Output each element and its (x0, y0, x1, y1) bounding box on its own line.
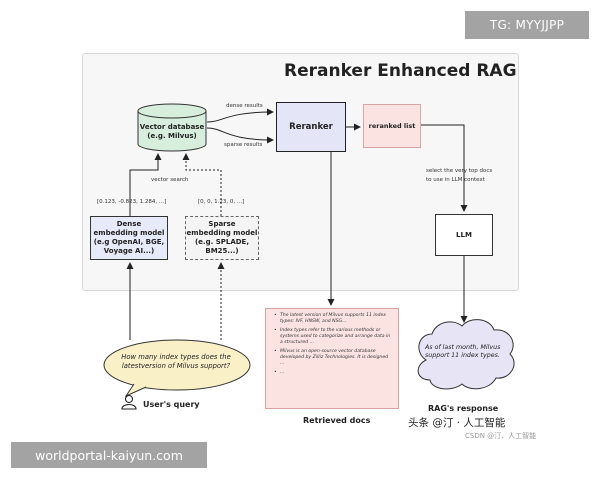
edge-label-select-line2: to use in LLM context (426, 177, 485, 183)
sparse-model-line1: Sparse (208, 220, 236, 228)
dense-model-line4: Voyage AI...) (103, 247, 155, 255)
edge-label-vector-search: vector search (151, 177, 189, 183)
arrow-dense-results (206, 108, 274, 123)
diagram-title: Reranker Enhanced RAG (284, 61, 517, 81)
dense-model-line3: (e.g OpenAI, BGE, (93, 238, 165, 246)
retrieved-doc-item: Milvus is an open-source vector database… (274, 349, 392, 367)
edge-label-select-line1: select the very top docs (426, 168, 493, 174)
arrow-dense-to-db (129, 153, 162, 216)
retrieved-docs-caption: Retrieved docs (303, 416, 371, 425)
toutiao-watermark: 头条 @汀 · 人工智能 (408, 417, 506, 429)
edge-label-sparse-results: sparse results (224, 142, 263, 148)
sparse-embedding-model-node: Sparse embedding model (e.g. SPLADE, BM2… (185, 216, 259, 260)
reranked-list-label: reranked list (368, 121, 416, 130)
retrieved-doc-item: ... (274, 370, 392, 376)
query-speech-bubble (103, 339, 251, 398)
vector-database-cylinder (137, 103, 207, 152)
edge-label-dense-results: dense results (226, 103, 263, 109)
vector-database-node: Vector database (e.g. Milvus) (138, 120, 206, 144)
reranker-label: Reranker (289, 121, 333, 132)
reranked-list-node: reranked list (363, 104, 421, 148)
response-cloud (417, 319, 515, 390)
edge-label-dense-vector: [0.123, -0.823, 1.284, ...] (97, 199, 167, 205)
dense-model-line1: Dense (116, 220, 142, 228)
tg-badge: TG: MYYJJPP (465, 11, 589, 39)
csdn-watermark: CSDN @汀、人工智能 (465, 432, 537, 440)
llm-node: LLM (435, 214, 493, 256)
arrow-sparse-to-db (182, 153, 222, 216)
dense-embedding-model-node: Dense embedding model (e.g OpenAI, BGE, … (90, 216, 168, 260)
user-query-text: How many index types does the latestvers… (121, 353, 231, 370)
site-footer-banner: worldportal-kaiyun.com (11, 442, 207, 468)
vector-database-label: Vector database (139, 123, 205, 131)
user-query-caption: User's query (143, 400, 200, 409)
sparse-model-line3: (e.g. SPLADE, (194, 238, 249, 246)
edge-label-sparse-vector: [0, 0, 1.23, 0, ...] (198, 199, 245, 205)
retrieved-docs-list: The latest version of Milvus supports 11… (274, 313, 392, 376)
sparse-model-line4: BM25...) (205, 247, 239, 255)
rag-response-text: As of last month, Milvus support 11 inde… (425, 344, 501, 359)
reranker-node: Reranker (276, 102, 346, 152)
dense-model-line2: embedding model (93, 229, 165, 237)
rag-response-caption: RAG's response (428, 404, 499, 413)
llm-label: LLM (456, 230, 472, 239)
retrieved-docs-box: The latest version of Milvus supports 11… (265, 308, 399, 409)
retrieved-doc-item: The latest version of Milvus supports 11… (274, 313, 392, 325)
arrow-list-to-llm (421, 124, 468, 212)
arrow-sparse-results (206, 127, 274, 144)
user-icon (121, 394, 137, 410)
sparse-model-line2: embedding model (186, 229, 258, 237)
vector-database-example: (e.g. Milvus) (147, 132, 197, 140)
retrieved-doc-item: Index types refer to the various methods… (274, 328, 392, 346)
